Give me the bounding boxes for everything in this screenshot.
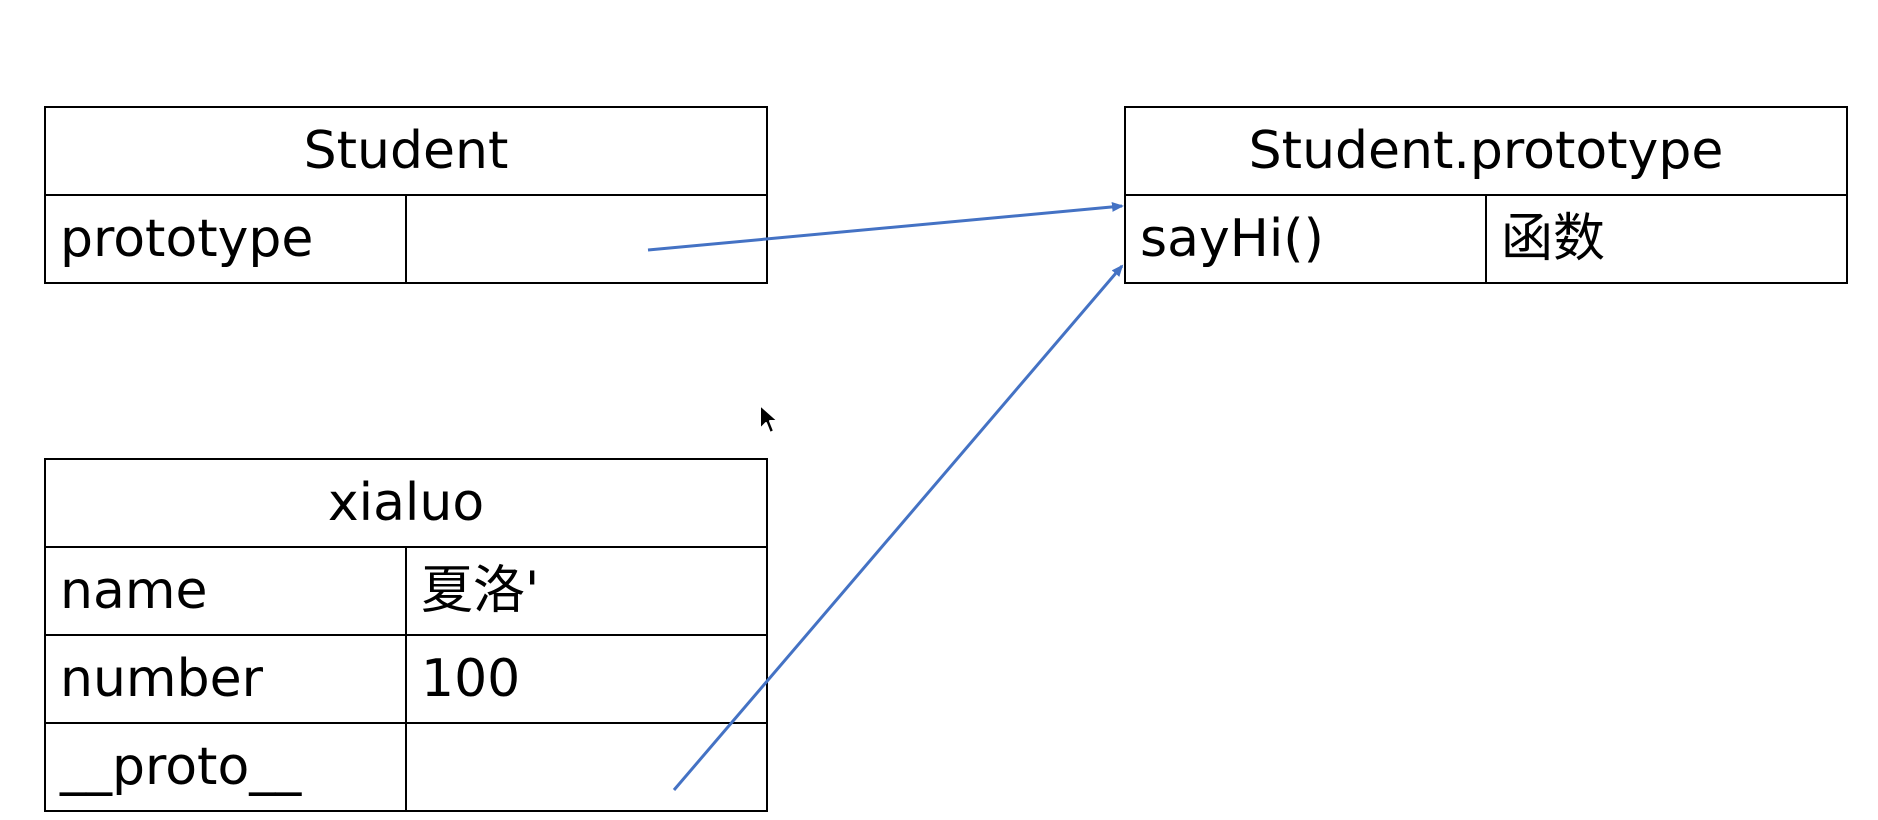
xialuo-table: xialuo name 夏洛' number 100 __proto__ <box>44 458 768 812</box>
xialuo-proto-key: __proto__ <box>44 722 407 812</box>
table-row: name 夏洛' <box>44 546 768 636</box>
sayhi-value: 函数 <box>1485 194 1848 284</box>
table-row: number 100 <box>44 634 768 724</box>
table-row: prototype <box>44 194 769 284</box>
student-prototype-title: Student.prototype <box>1124 106 1848 196</box>
xialuo-number-value: 100 <box>405 634 768 724</box>
student-table: Student prototype <box>43 106 769 284</box>
student-title: Student <box>43 106 769 196</box>
mouse-pointer-icon <box>759 404 779 434</box>
table-header-row: Student.prototype <box>1124 106 1848 196</box>
xialuo-title: xialuo <box>44 458 768 548</box>
student-prototype-key: prototype <box>44 194 407 284</box>
table-header-row: Student <box>43 106 769 196</box>
sayhi-key: sayHi() <box>1124 194 1487 284</box>
xialuo-name-key: name <box>44 546 407 636</box>
table-row: __proto__ <box>44 722 768 812</box>
table-row: sayHi() 函数 <box>1124 194 1848 284</box>
xialuo-name-value: 夏洛' <box>405 546 768 636</box>
student-prototype-table: Student.prototype sayHi() 函数 <box>1124 106 1848 284</box>
xialuo-proto-value <box>405 722 768 812</box>
table-header-row: xialuo <box>44 458 768 548</box>
xialuo-number-key: number <box>44 634 407 724</box>
student-prototype-value <box>404 194 769 284</box>
